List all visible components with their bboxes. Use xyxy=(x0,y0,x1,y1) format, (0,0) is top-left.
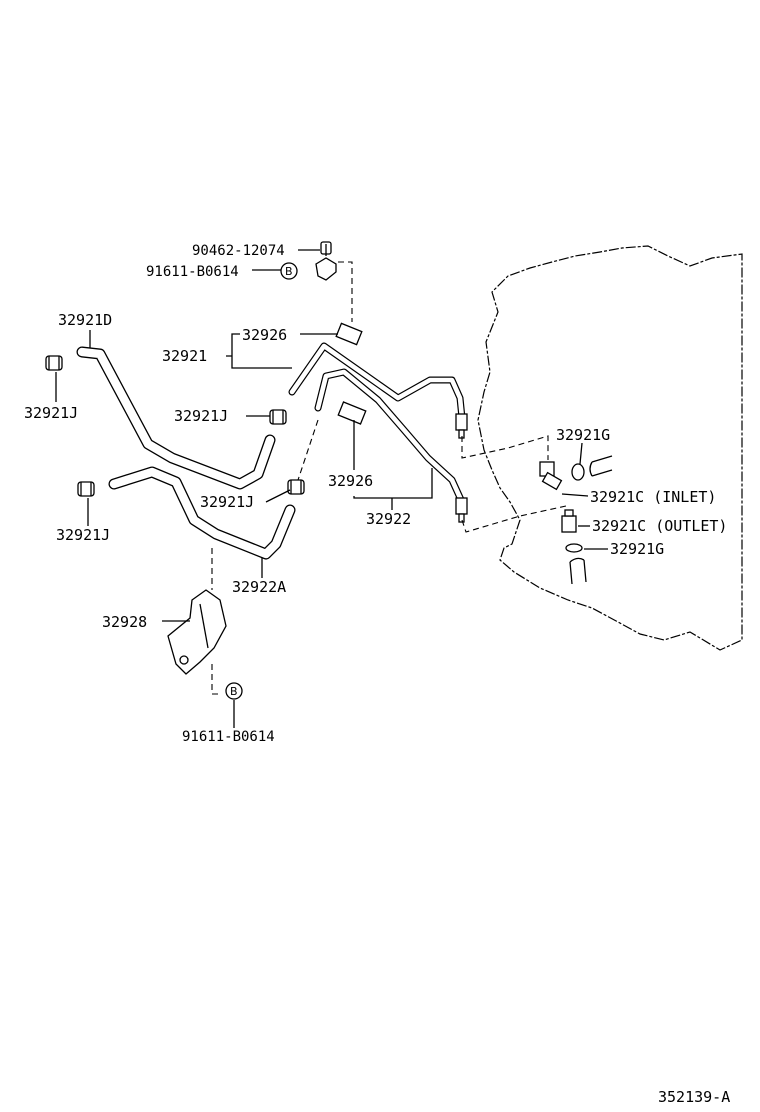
label-32926-mid: 32926 xyxy=(328,472,373,490)
label-32921J-lower: 32921J xyxy=(200,493,254,511)
clamp-90462 xyxy=(315,241,337,281)
ref-circle-b-bottom xyxy=(225,682,243,700)
label-91611-b0614-top: 91611-B0614 xyxy=(146,264,239,280)
clip-32921J-lower-left xyxy=(77,481,95,497)
port-outlet xyxy=(569,557,587,585)
label-32921J-top-left: 32921J xyxy=(24,404,78,422)
label-90462-12074: 90462-12074 xyxy=(192,243,285,259)
label-32926-top: 32926 xyxy=(242,326,287,344)
oring-32921G-top xyxy=(571,463,585,481)
ref-b-top: B xyxy=(285,265,293,278)
leader-32921C-inlet xyxy=(561,493,589,497)
hose-32922A-inner xyxy=(109,467,295,559)
sleeve-32926-mid xyxy=(337,401,367,425)
label-32921C-outlet: 32921C (OUTLET) xyxy=(592,517,727,535)
label-32922: 32922 xyxy=(366,510,411,528)
leader-32921G-top xyxy=(579,442,583,465)
dash-inlet xyxy=(461,435,549,460)
bracket-32928 xyxy=(167,589,227,675)
dash-clamp-to-sleeve xyxy=(338,261,353,322)
clip-32921J-lower-mid xyxy=(287,479,305,495)
clip-32921J-mid xyxy=(269,409,287,425)
label-91611-b0614-bottom: 91611-B0614 xyxy=(182,729,275,745)
fitting-32922-end xyxy=(455,497,468,515)
label-32921: 32921 xyxy=(162,347,207,365)
oring-32921G-bottom xyxy=(565,543,583,553)
ref-b-bottom: B xyxy=(230,685,238,698)
label-32921D: 32921D xyxy=(58,311,112,329)
leader-32921J-lower xyxy=(265,489,291,503)
label-32922A: 32922A xyxy=(232,578,286,596)
label-32921J-lower-left: 32921J xyxy=(56,526,110,544)
pipe-32922-inner xyxy=(315,369,465,505)
port-inlet xyxy=(589,455,613,477)
fitting-32922-tip xyxy=(458,513,465,523)
diagram-code: 352139-A xyxy=(658,1088,730,1106)
pipe-32921-inner xyxy=(289,343,465,421)
sleeve-32926-top xyxy=(335,322,363,346)
hose-32922A xyxy=(108,466,296,560)
fitting-32921-end xyxy=(455,413,468,431)
label-32921J-mid: 32921J xyxy=(174,407,228,425)
leader-32922 xyxy=(353,468,433,510)
clip-32921J-top-left xyxy=(45,355,63,371)
ref-circle-b-top xyxy=(280,262,298,280)
hose-32921D-inner xyxy=(77,347,275,489)
label-32921G-bottom: 32921G xyxy=(610,540,664,558)
label-32921C-inlet: 32921C (INLET) xyxy=(590,488,716,506)
dash-bracket-to-bolt xyxy=(211,664,222,695)
dash-pipe-to-clip xyxy=(297,419,319,481)
leader-32921 xyxy=(226,333,292,369)
union-32921C-outlet xyxy=(561,509,577,533)
label-32928: 32928 xyxy=(102,613,147,631)
label-32921G-top: 32921G xyxy=(556,426,610,444)
transmission-outline xyxy=(477,245,743,651)
dash-outlet xyxy=(461,505,567,533)
union-32921C-inlet xyxy=(539,461,563,491)
